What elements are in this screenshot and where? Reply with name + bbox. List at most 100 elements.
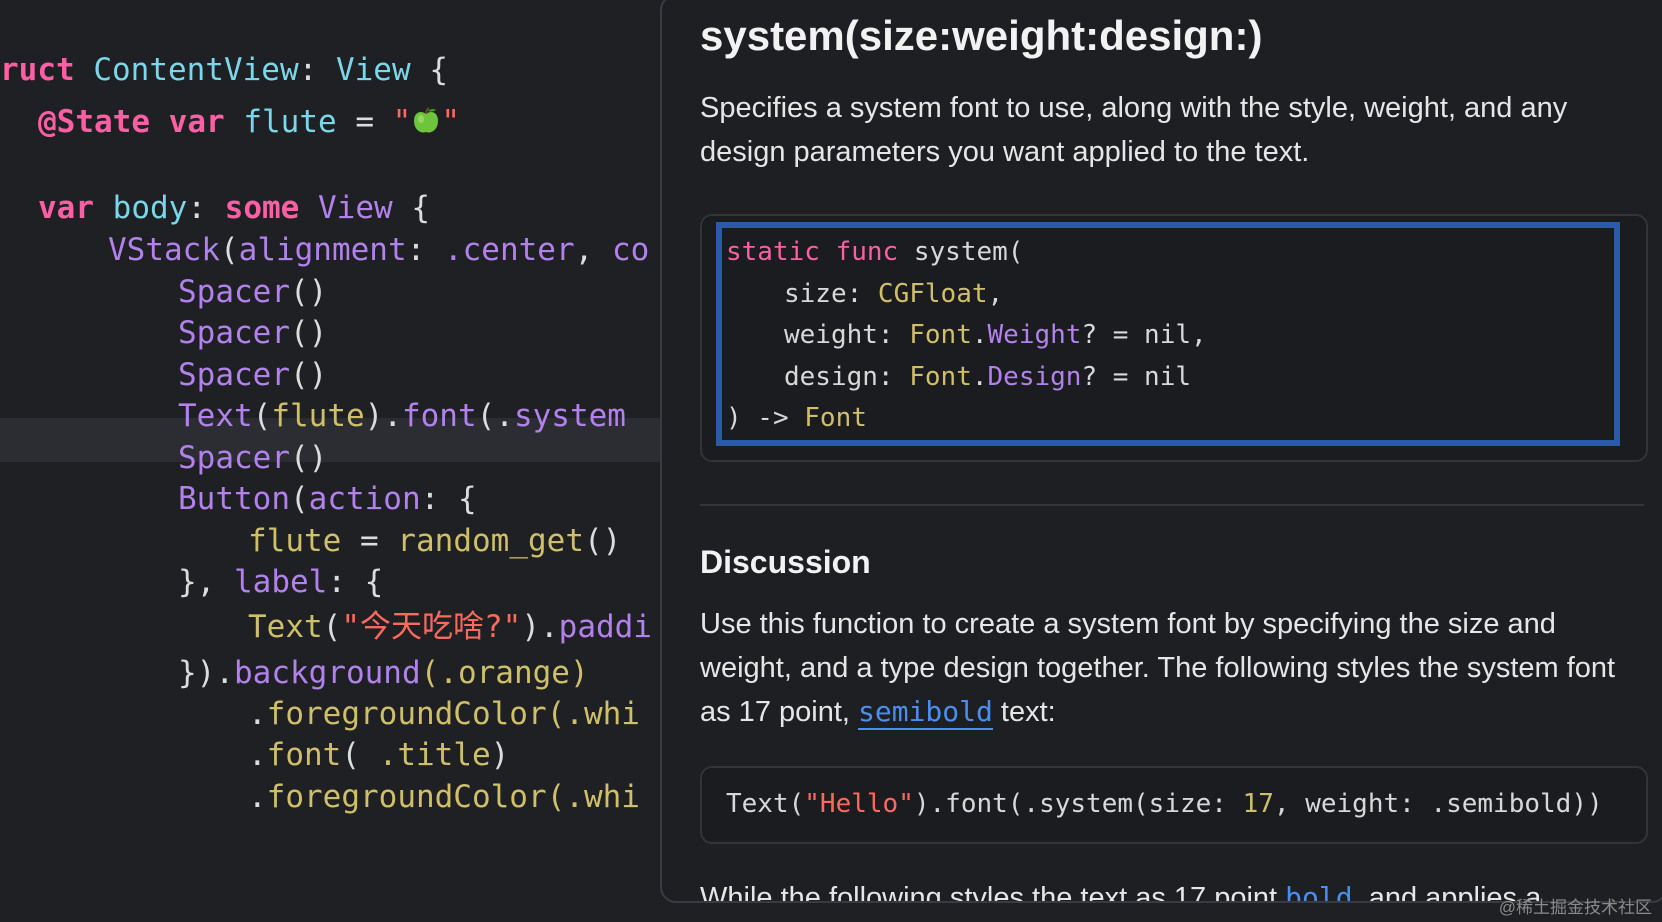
code-line-3[interactable]: var body: some View { (38, 186, 430, 230)
decl-line-5: ) -> Font (726, 396, 867, 440)
watermark: @稀土掘金技术社区 (1498, 898, 1652, 917)
string-literal: "今天吃啥?" (341, 609, 522, 645)
keyword: some (224, 190, 300, 226)
param-label: co (611, 232, 650, 268)
code-line-13[interactable]: Text("今天吃啥?").paddi (248, 605, 652, 649)
string-quote: " (392, 104, 412, 140)
code-editor[interactable]: ruct ContentView: View { @State var flut… (0, 0, 662, 922)
type-name: Spacer (178, 440, 290, 476)
member: (.whi (546, 779, 640, 815)
code-line-9[interactable]: Spacer() (178, 436, 327, 480)
discussion-text-continued: While the following styles the text as 1… (700, 876, 1541, 903)
punct: : (406, 232, 426, 268)
punct: { (411, 190, 430, 226)
type-name[interactable]: Weight (987, 320, 1082, 350)
punct: : (420, 481, 440, 517)
doc-abstract: Specifies a system font to use, along wi… (700, 92, 1568, 168)
declaration-box: static func system( size: CGFloat, weigh… (700, 214, 1648, 462)
punct: (. (476, 398, 514, 434)
code-line-5[interactable]: Spacer() (178, 270, 327, 314)
decl-line-2: size: CGFloat, (784, 272, 1003, 316)
method: system (513, 398, 626, 434)
type-name: Spacer (178, 274, 290, 310)
member: (.whi (546, 696, 640, 732)
code-line-10[interactable]: Button(action: { (178, 477, 477, 521)
member: (.orange) (420, 655, 589, 691)
keyword: ruct (0, 52, 75, 88)
punct: () (289, 315, 328, 351)
attribute: @State (38, 104, 150, 140)
param-label: alignment (238, 232, 407, 268)
bold-link[interactable]: bold (1285, 881, 1353, 903)
type-name: Spacer (178, 315, 290, 351)
punct: ? = nil, (1081, 320, 1207, 350)
keyword: func (835, 237, 899, 267)
code-line-8[interactable]: Text(flute).font(.system (178, 394, 626, 438)
identifier: flute (243, 104, 337, 140)
param-label: label (234, 564, 328, 600)
code-line-14[interactable]: }).background(.orange) (178, 651, 589, 695)
keyword: var (168, 104, 225, 140)
decl-line-3: weight: Font.Weight? = nil, (784, 313, 1207, 357)
quick-help-popover[interactable]: system(size:weight:design:) Specifies a … (660, 0, 1662, 903)
punct: ). (521, 609, 559, 645)
semibold-link[interactable]: semibold (858, 695, 993, 730)
discussion-text: Use this function to create a system fon… (700, 602, 1650, 734)
code-line-12[interactable]: }, label: { (178, 560, 383, 604)
param-label: design: (784, 362, 910, 392)
method: foregroundColor (266, 696, 547, 732)
member: .title (378, 737, 491, 773)
code-example: Text("Hello").font(.system(size: 17, wei… (726, 782, 1603, 826)
type-name[interactable]: Design (987, 362, 1082, 392)
code-line-17[interactable]: .foregroundColor(.whi (248, 775, 640, 819)
punct: : (298, 52, 318, 88)
identifier: body (112, 190, 188, 226)
decl-line-4: design: Font.Design? = nil (784, 355, 1191, 399)
code-part: Text( (726, 789, 805, 819)
punct: () (289, 440, 328, 476)
punct: . (971, 320, 988, 350)
type-name[interactable]: Font (909, 362, 972, 392)
code-line-6[interactable]: Spacer() (178, 311, 327, 355)
discussion-text-part: While the following styles the text as 1… (700, 882, 1286, 903)
code-line-2[interactable]: @State var flute = "" (38, 100, 460, 144)
green-apple-icon (414, 107, 439, 133)
punct: ( (322, 609, 342, 645)
param-label: action (308, 481, 421, 517)
current-line-highlight (0, 418, 662, 462)
punct: . (248, 779, 267, 815)
type-name: Button (178, 481, 290, 517)
punct: : (187, 190, 206, 226)
code-line-16[interactable]: .font( .title) (248, 733, 509, 777)
code-line-15[interactable]: .foregroundColor(.whi (248, 692, 640, 736)
punct: ). (364, 398, 402, 434)
punct: { (429, 52, 448, 88)
punct: . (971, 362, 988, 392)
punct: ) -> (726, 403, 805, 433)
punct: { (457, 481, 477, 517)
punct: . (248, 737, 267, 773)
type-name[interactable]: Font (909, 320, 972, 350)
method: background (234, 655, 421, 691)
type-name[interactable]: CGFloat (877, 279, 988, 309)
string-literal: "Hello" (804, 789, 914, 819)
punct: ( (341, 737, 360, 773)
doc-title: system(size:weight:design:) (700, 12, 1263, 59)
punct: }). (178, 655, 234, 691)
type-name[interactable]: Font (804, 403, 867, 433)
punct: , (574, 232, 594, 268)
keyword: var (38, 190, 94, 226)
code-line-1[interactable]: ruct ContentView: View { (0, 48, 448, 92)
punct: () (289, 357, 328, 393)
code-line-7[interactable]: Spacer() (178, 353, 327, 397)
decl-line-1: static func system( (726, 230, 1023, 274)
method: paddi (558, 609, 652, 645)
punct: ( (289, 481, 309, 517)
code-line-11[interactable]: flute = random_get() (248, 519, 621, 563)
method: font (401, 398, 477, 434)
param-label: weight: (784, 320, 910, 350)
identifier: flute (271, 398, 365, 434)
code-example-box: Text("Hello").font(.system(size: 17, wei… (700, 766, 1648, 844)
method: foregroundColor (266, 779, 547, 815)
code-line-4[interactable]: VStack(alignment: .center, co (108, 228, 649, 272)
